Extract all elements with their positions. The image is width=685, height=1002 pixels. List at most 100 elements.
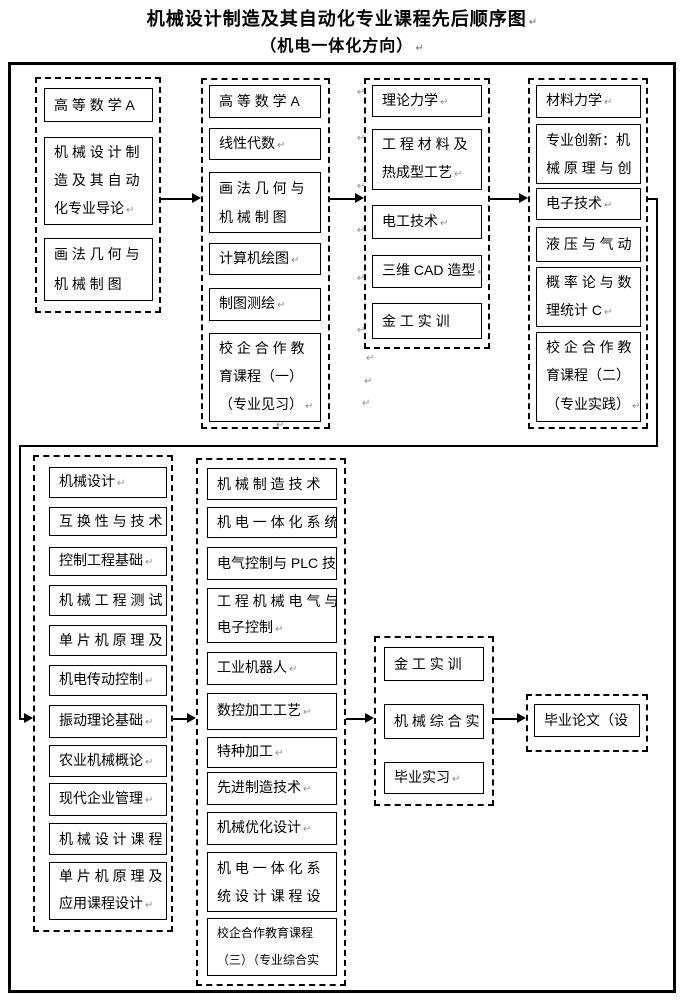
course-text-line: 概 率 论 与 数 [546,273,632,290]
return-mark: ↵ [604,306,613,318]
course-box: 专业创新：机械 原 理 与 创 [536,124,641,184]
course-text-line: 校 企 合 作 教 [546,338,632,355]
course-box: 校 企 合 作 教育课程（一） （专业见习）↵ [209,333,321,422]
course-text-line: 三维 CAD 造型↵ [382,256,481,287]
return-mark: ↵ [277,300,286,311]
return-mark: ↵ [145,756,154,768]
course-box: 机 械 制 造 技 术 [207,468,337,500]
return-mark: ↵ [305,401,314,413]
return-mark: ↵ [275,623,284,635]
course-text-line: 高 等 数 学 A [54,97,135,113]
course-box: 先进制造技术↵ [207,772,337,805]
course-text-line: 化专业导论↵ [54,199,135,216]
return-mark: ↵ [145,557,154,568]
course-text-line: 械 原 理 与 创 [546,160,632,176]
return-mark: ↵ [477,267,481,278]
course-text-line: 电气控制与 PLC 技 [217,555,337,571]
course-text-line: 理论力学↵ [382,91,449,108]
course-box: 液 压 与 气 动 [536,227,641,262]
course-text-line: 机械优化设计↵ [217,819,312,835]
return-mark: ↵ [145,900,154,911]
course-text-line: 现代企业管理↵ [59,790,154,806]
course-text-line: 专业创新：机 [546,132,630,148]
arrowhead-icon [517,713,526,723]
course-text-line: 画 法 几 何 与 [54,246,140,262]
course-text-line: 振动理论基础↵ [59,712,154,728]
return-mark: ↵ [604,199,613,211]
return-mark: ↵ [632,400,641,412]
course-box: 机电传动控制↵ [49,665,167,696]
course-text-line: 工 程 机 械 电 气 与 [217,593,337,609]
course-box: 互 换 性 与 技 术 [49,507,167,536]
course-box: 工业机器人↵ [207,652,337,685]
connector-line [648,198,658,200]
course-text-line: 校 企 合 作 教 [219,339,305,356]
return-mark: ↵ [303,824,312,835]
course-box: 现代企业管理↵ [49,783,167,816]
course-text-line: 高 等 数 学 A [219,93,300,109]
course-text-line: 单 片 机 原 理 及 [59,868,163,884]
course-text-line: 机 械 工 程 测 试 [59,592,163,608]
course-box: 数控加工工艺↵ [207,693,337,730]
return-mark: ↵ [277,139,286,151]
course-text-line: 毕业论文（设 [544,712,628,728]
return-mark: ↵ [289,664,298,675]
return-mark: ↵ [357,181,366,192]
course-box: 机械设计↵ [49,467,167,498]
course-text-line: （专业实践）↵ [546,395,641,412]
course-box: 机 电 一 体 化 系 统 [207,507,337,538]
course-text-line: 统 设 计 课 程 设 [217,888,321,904]
arrowhead-icon [192,193,201,203]
course-box: 电子技术↵ [536,188,641,220]
course-box: 机 械 综 合 实 [384,704,484,739]
course-text-line: 机 械 综 合 实 [394,713,480,729]
course-text-line: 金 工 实 训 [382,313,450,329]
course-box: 概 率 论 与 数理统计 C↵ [536,267,641,327]
course-text-line: 机电传动控制↵ [59,671,154,687]
connector-line [656,198,658,447]
return-mark: ↵ [145,717,154,728]
course-box: 理论力学↵ [372,85,482,117]
course-box: 机 械 工 程 测 试 [49,585,167,616]
course-text-line: 机械设计↵ [59,473,126,489]
course-text-line: 控制工程基础↵ [59,552,154,568]
course-text-line: 机 械 设 计 制 [54,143,140,160]
course-box: 机 电 一 体 化 系统 设 计 课 程 设 [207,852,337,912]
return-mark: ↵ [357,325,366,336]
return-mark: ↵ [117,478,126,489]
course-box: 画 法 几 何 与机 械 制 图 [44,238,153,301]
course-box: 制图测绘↵ [209,288,321,321]
course-box: 特种加工↵ [207,737,337,768]
page-title: 机械设计制造及其自动化专业课程先后顺序图↵ [0,5,685,31]
return-mark: ↵ [145,676,154,687]
course-text-line: 线性代数↵ [219,134,286,151]
course-text-line: 农业机械概论↵ [59,751,154,768]
course-text-line: 工 程 材 料 及 [382,135,468,152]
return-mark: ↵ [303,784,312,795]
course-box: 高 等 数 学 A [44,88,153,122]
course-text-line: 育课程（一） [219,367,303,384]
course-text-line: 工业机器人↵ [217,659,298,675]
arrowhead-icon [519,193,528,203]
course-text-line: 理统计 C↵ [546,301,613,318]
course-box: 工 程 机 械 电 气 与电子控制↵ [207,588,337,643]
course-box: 控制工程基础↵ [49,547,167,576]
page-subtitle-text: （机电一体化方向） [260,38,414,55]
course-text-line: 毕业实习↵ [394,768,461,785]
course-text-line: 画 法 几 何 与 [219,180,305,196]
course-text-line: 机 械 制 图 [219,208,287,225]
course-box: 农业机械概论↵ [49,745,167,777]
course-text-line: （专业见习）↵ [219,396,314,413]
course-box: 画 法 几 何 与机 械 制 图 [209,172,321,233]
arrowhead-icon [355,193,364,203]
return-mark: ↵ [366,353,375,364]
return-mark: ↵ [364,376,373,387]
course-box: 毕业实习↵ [384,762,484,794]
connector-line [330,198,356,200]
course-text-line: 育课程（二） [546,367,630,384]
course-text-line: （三）（专业综合实 [217,953,320,967]
course-box: 材料力学↵ [536,85,641,118]
course-text-line: 机 械 制 造 技 术 [217,476,321,492]
course-box: 机械优化设计↵ [207,812,337,845]
course-box: 校 企 合 作 教育课程（二） （专业实践）↵ [536,332,641,422]
